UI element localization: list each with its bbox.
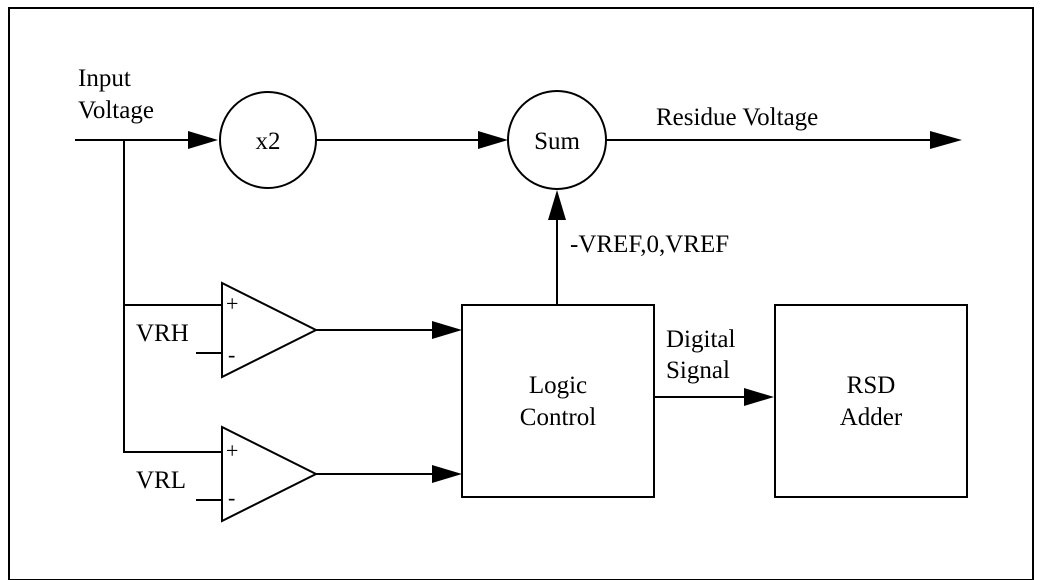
summer-label: Sum [534, 128, 580, 155]
comparator-high-triangle [221, 281, 319, 379]
residue-voltage-label: Residue Voltage [656, 104, 818, 131]
vrl-label: VRL [136, 467, 186, 494]
rsd-adder-label-line1: RSD [847, 372, 896, 399]
input-voltage-label-line2: Voltage [78, 97, 154, 124]
input-arrowhead [188, 131, 218, 149]
x2-to-sum-arrowhead [478, 131, 508, 149]
vrh-label: VRH [136, 320, 189, 347]
comparator-low-plus-sign: + [226, 438, 238, 463]
input-branch-wire [123, 140, 222, 453]
logic-control-label-line2: Control [520, 404, 596, 431]
feedback-arrowhead [548, 190, 566, 220]
feedback-levels-label: -VREF,0,VREF [570, 231, 729, 258]
diagram-frame [8, 7, 1034, 580]
comparator-low-minus-sign: - [228, 485, 235, 510]
digital-signal-label-line2: Signal [666, 357, 730, 384]
multiplier-x2-label: x2 [256, 128, 281, 155]
residue-output-arrowhead [930, 131, 962, 149]
comparator-high-plus-sign: + [226, 291, 238, 316]
comparator-high-minus-sign: - [228, 342, 235, 367]
logic-control-box [461, 304, 655, 498]
rsd-adder-box [774, 304, 968, 498]
rsd-adder-label-line2: Adder [840, 404, 903, 431]
input-voltage-label-line1: Input [78, 65, 131, 92]
comparator-high-to-logic-arrowhead [432, 321, 462, 339]
comparator-low-triangle [221, 425, 319, 523]
comparator-low-to-logic-arrowhead [432, 465, 462, 483]
digital-signal-arrowhead [744, 388, 774, 406]
digital-signal-label-line1: Digital [666, 326, 735, 353]
logic-control-label-line1: Logic [529, 372, 587, 399]
